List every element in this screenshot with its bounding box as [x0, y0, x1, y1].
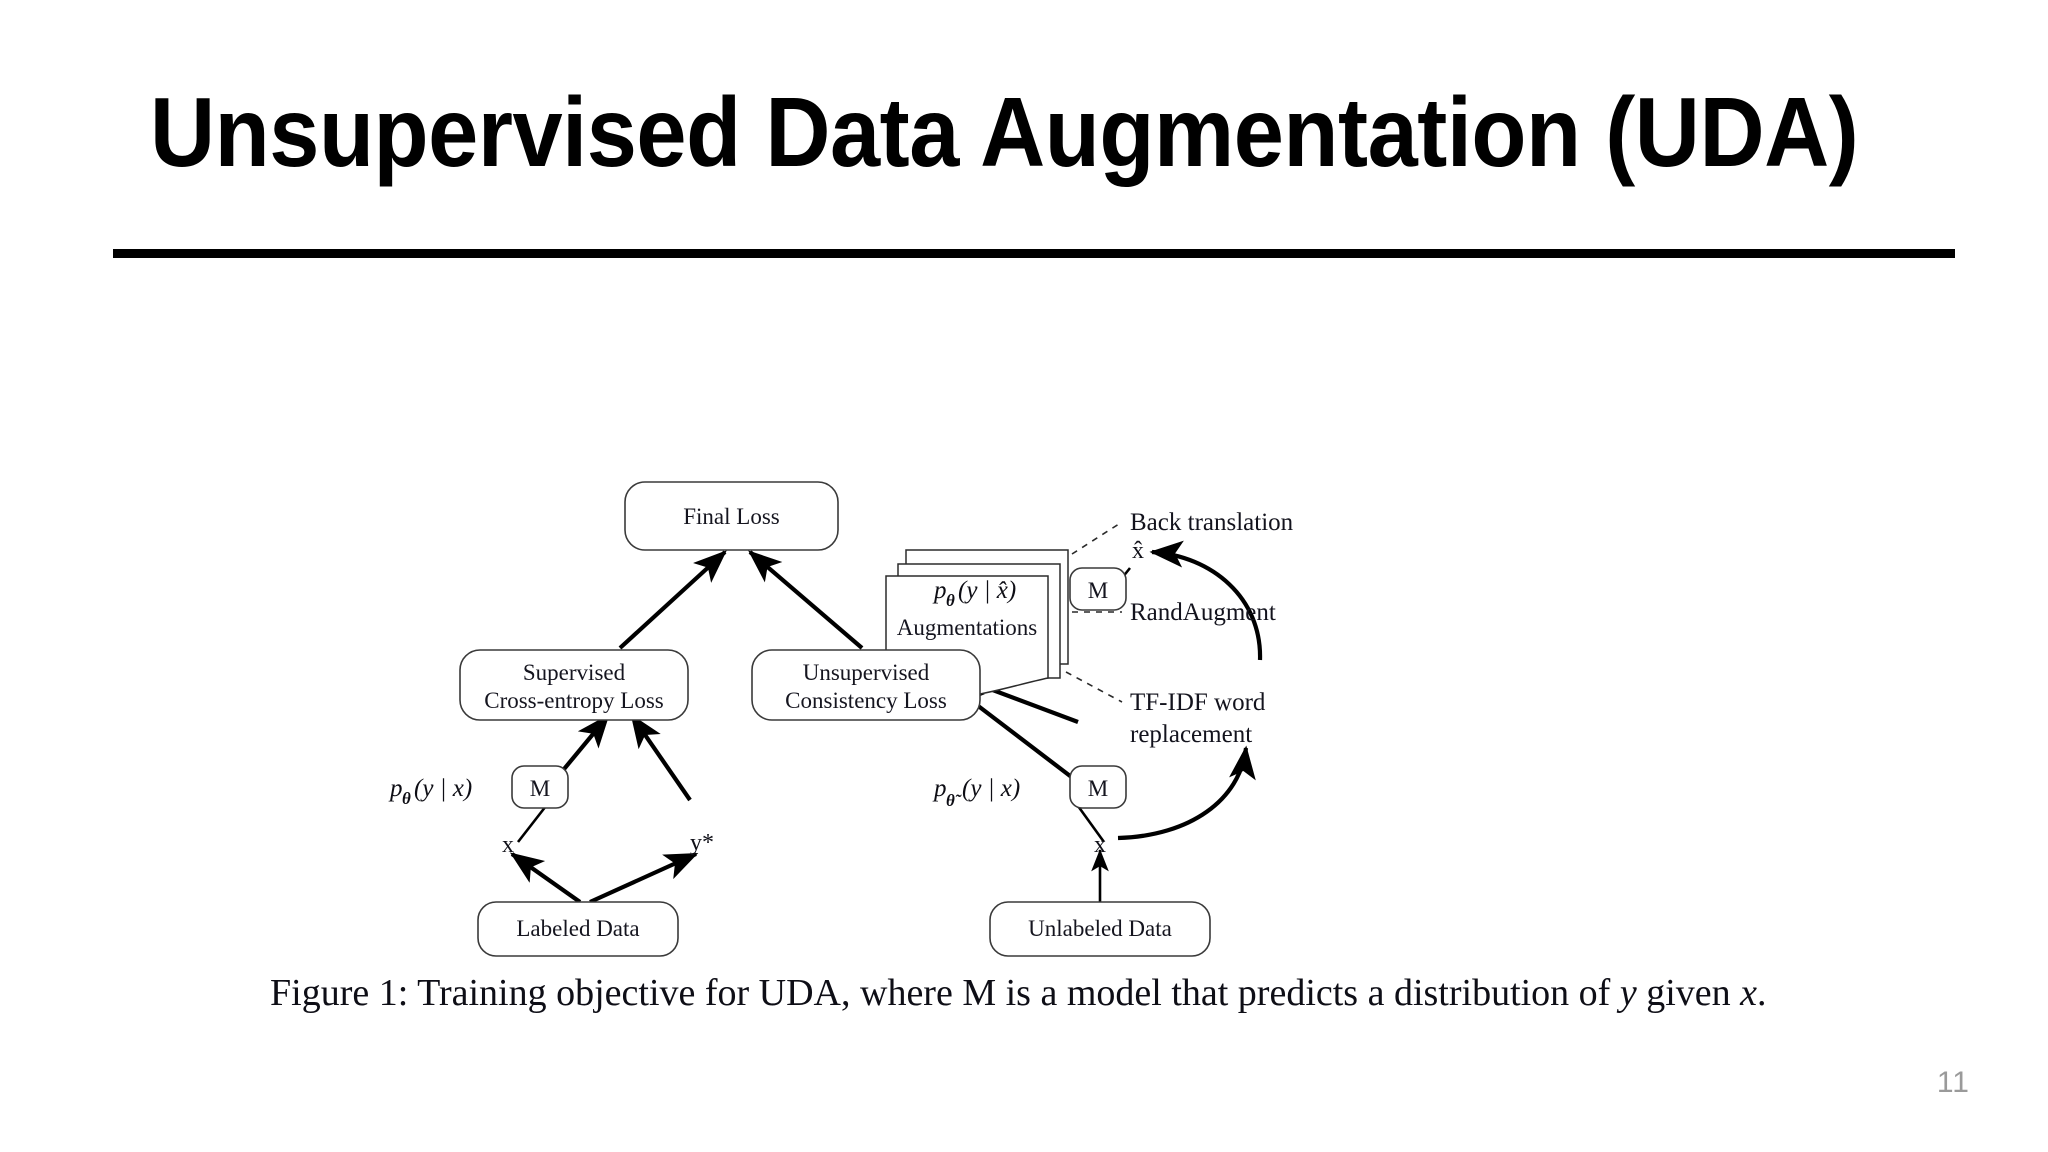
supervised-loss-label-line2: Cross-entropy Loss: [484, 688, 664, 713]
caption-variable-y: y: [1619, 972, 1637, 1014]
edge-x-right-to-model-lower-right: [1076, 805, 1106, 843]
leader-back-translation: [1071, 521, 1123, 555]
variable-x-right: x: [1094, 832, 1106, 858]
augmentation-method-tfidf-line1: TF-IDF word: [1130, 689, 1266, 716]
caption-variable-x: x: [1740, 972, 1758, 1014]
variable-x-left: x: [502, 832, 514, 858]
caption-prefix: Figure 1: Training objective for UDA, wh…: [270, 972, 1620, 1014]
figure-caption: Figure 1: Training objective for UDA, wh…: [270, 970, 1830, 1016]
page-number: 11: [1936, 1066, 1970, 1099]
upper-right-prob-args: (y | x̂): [958, 577, 1016, 604]
upper-right-prob-p: p: [932, 577, 947, 604]
uda-training-objective-diagram: Augmentations Final Loss Supervised Cros…: [388, 481, 1294, 957]
variable-y-star-left: y*: [690, 830, 714, 856]
unlabeled-data-label: Unlabeled Data: [1028, 916, 1172, 941]
unsupervised-loss-label-line1: Unsupervised: [803, 660, 930, 685]
figure-region: Augmentations Final Loss Supervised Cros…: [0, 300, 2048, 1060]
model-upper-right-box: [1069, 567, 1127, 611]
node-labeled-data: Labeled Data: [477, 901, 679, 957]
node-unlabeled-data: Unlabeled Data: [989, 901, 1211, 957]
edge-x-to-model-left: [516, 805, 548, 843]
unsupervised-loss-label-line2: Consistency Loss: [785, 688, 947, 713]
left-prob-theta: θ: [402, 789, 411, 808]
page-title: Unsupervised Data Augmentation (UDA): [150, 77, 1859, 187]
caption-suffix: .: [1757, 972, 1767, 1014]
augmentation-method-back-translation: Back translation: [1130, 509, 1294, 536]
model-left-box: [511, 765, 569, 809]
caption-middle: given: [1636, 972, 1741, 1014]
math-label-left-prob: p θ (y | x): [388, 775, 472, 808]
upper-right-prob-theta: θ: [946, 591, 955, 610]
node-model-left: M: [511, 765, 569, 809]
node-supervised-loss: Supervised Cross-entropy Loss: [459, 649, 689, 721]
model-left-label: M: [530, 776, 550, 801]
edge-ystar-to-supervised: [630, 713, 692, 802]
left-prob-args: (y | x): [414, 775, 472, 802]
lower-right-prob-p: p: [932, 775, 947, 802]
model-lower-right-label: M: [1088, 776, 1108, 801]
unlabeled-data-box: [989, 901, 1211, 957]
supervised-loss-box: [459, 649, 689, 721]
lower-right-prob-theta-tilde: θ̃: [946, 791, 962, 810]
labeled-data-label: Labeled Data: [516, 916, 639, 941]
augmentations-label: Augmentations: [897, 615, 1038, 640]
edge-labeled-data-to-ystar: [589, 852, 699, 904]
edge-labeled-data-to-x: [509, 852, 582, 904]
node-unsupervised-loss: Unsupervised Consistency Loss: [751, 649, 981, 721]
final-loss-box: [624, 481, 839, 551]
augmentation-method-randaugment: RandAugment: [1130, 599, 1276, 626]
edge-unsupervised-to-final: [748, 550, 864, 650]
labeled-data-box: [477, 901, 679, 957]
edge-x-to-augmentations: [1117, 745, 1256, 841]
node-model-lower-right: M: [1069, 765, 1127, 809]
edge-augmentations-to-xhat: [1149, 540, 1263, 661]
left-prob-p: p: [388, 775, 403, 802]
math-label-lower-right-prob: p θ̃ (y | x): [932, 775, 1020, 810]
variable-x-hat: x̂: [1132, 538, 1144, 564]
node-model-upper-right: M: [1069, 567, 1127, 611]
unsupervised-loss-box: [751, 649, 981, 721]
model-lower-right-box: [1069, 765, 1127, 809]
lower-right-prob-args: (y | x): [962, 775, 1020, 802]
node-final-loss: Final Loss: [624, 481, 839, 551]
model-upper-right-label: M: [1088, 578, 1108, 603]
math-label-upper-right-prob: p θ (y | x̂): [932, 577, 1016, 610]
leader-tfidf: [1065, 671, 1123, 703]
augmentation-method-tfidf-line2: replacement: [1130, 721, 1252, 748]
edge-supervised-to-final: [618, 550, 727, 650]
supervised-loss-label-line1: Supervised: [523, 660, 626, 685]
title-underline-rule: [113, 249, 1955, 258]
final-loss-label: Final Loss: [683, 504, 780, 529]
